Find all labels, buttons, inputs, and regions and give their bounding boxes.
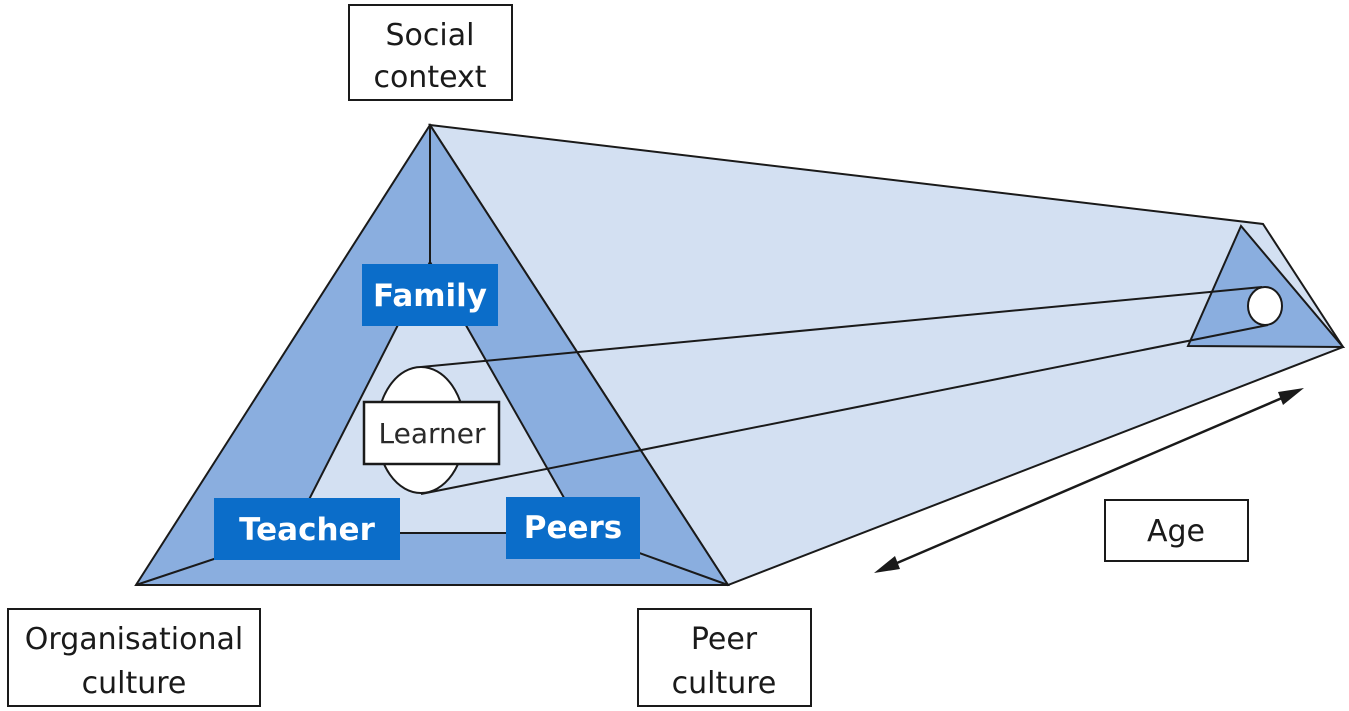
organisational-culture-line1: Organisational (25, 622, 243, 657)
organisational-culture-line2: culture (82, 666, 187, 701)
age-arrow-head-start (874, 556, 900, 573)
teacher-box (214, 498, 400, 560)
age-arrow-head-end (1278, 388, 1304, 405)
peer-culture-line1: Peer (691, 622, 758, 657)
peer-culture-line2: culture (672, 666, 777, 701)
age-box (1104, 499, 1249, 562)
peer-culture-box (637, 608, 812, 707)
learner-box (362, 400, 501, 466)
organisational-culture-box (7, 608, 261, 707)
peers-box (506, 497, 640, 559)
learner-label: Learner (379, 417, 486, 450)
family-box (362, 264, 498, 326)
far-learner-circle (1247, 286, 1283, 326)
social-context-box (348, 4, 513, 101)
age-arrow (874, 388, 1304, 573)
family-label: Family (373, 278, 487, 314)
peers-label: Peers (524, 510, 623, 546)
learner-tube-top (420, 286, 1263, 368)
learner-tube-bottom (420, 324, 1269, 495)
teacher-label: Teacher (239, 512, 375, 548)
social-context-line1: Social (386, 18, 475, 53)
social-context-line2: context (373, 60, 486, 95)
age-label: Age (1147, 514, 1205, 549)
